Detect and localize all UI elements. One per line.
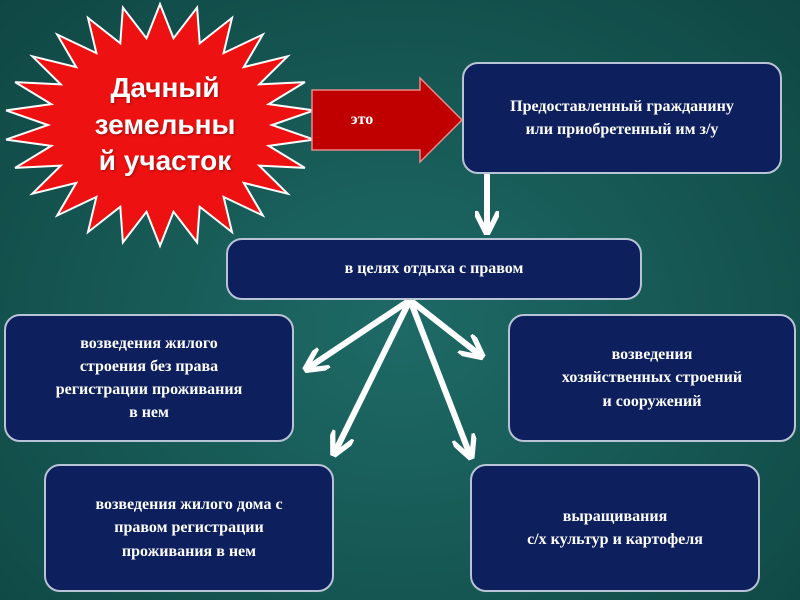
right-box-residential-house: возведения жилого дома с правом регистра…	[44, 464, 334, 592]
connector-arrow	[311, 76, 464, 164]
arrow-to-utility-buildings	[408, 297, 480, 355]
connector-label: это	[350, 111, 374, 128]
arrow-to-residential-structure	[308, 297, 412, 368]
definition-box: Предоставленный гражданину или приобрете…	[462, 62, 782, 174]
starburst-title: Дачный земельны й участок	[94, 72, 236, 177]
right-box-residential-structure: возведения жилого строения без права рег…	[4, 314, 294, 442]
starburst-shape	[5, 1, 315, 249]
arrow-to-residential-house	[335, 298, 413, 452]
right-box-crop-growing: выращивания с/х культур и картофеля	[470, 464, 760, 592]
right-box-utility-buildings: возведения хозяйственных строений и соор…	[508, 314, 796, 442]
arrow-to-crop-growing	[407, 298, 470, 455]
purpose-box: в целях отдыха с правом	[226, 238, 642, 300]
